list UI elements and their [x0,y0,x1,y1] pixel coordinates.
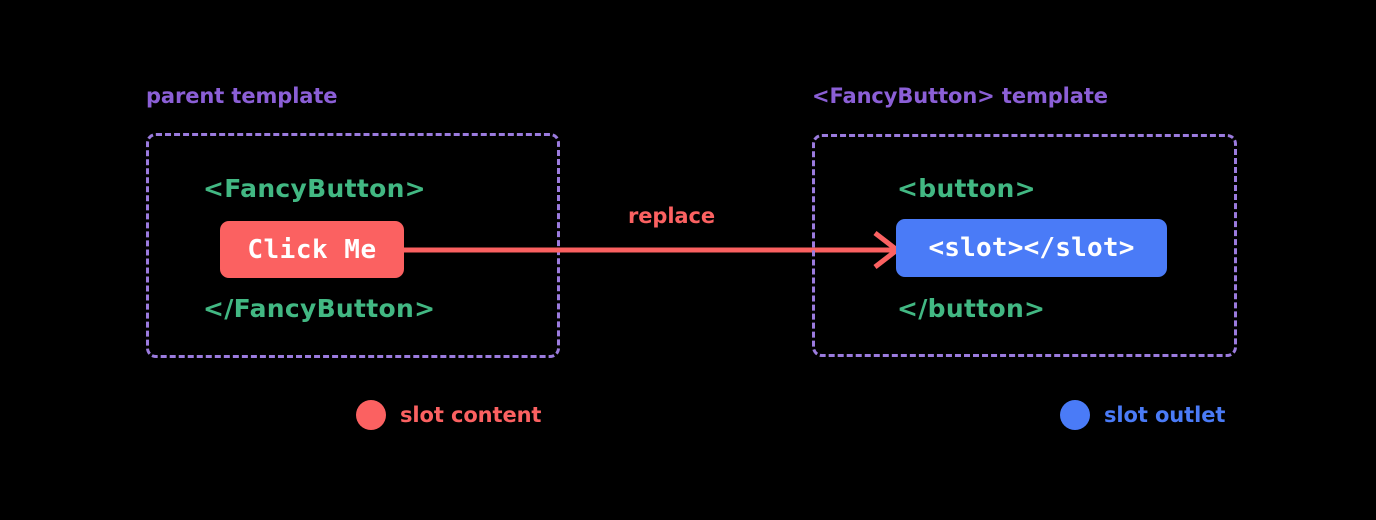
fancybutton-template-heading: <FancyButton> template [812,84,1108,108]
legend-label-slot-content: slot content [400,403,542,427]
slot-outlet-circle-icon [1060,400,1090,430]
slot-content-chip[interactable]: Click Me [220,221,404,278]
legend-item-slot-content: slot content [356,400,541,430]
replace-label: replace [628,204,715,228]
parent-template-box [146,133,560,358]
parent-close-tag: </FancyButton> [203,294,436,323]
legend-item-slot-outlet: slot outlet [1060,400,1225,430]
legend-label-slot-outlet: slot outlet [1104,403,1226,427]
slot-content-circle-icon [356,400,386,430]
parent-open-tag: <FancyButton> [203,174,426,203]
fancybutton-template-box [812,134,1237,357]
fancybutton-close-tag: </button> [897,294,1046,323]
fancybutton-open-tag: <button> [897,174,1036,203]
parent-template-heading: parent template [146,84,338,108]
slot-outlet-chip[interactable]: <slot></slot> [896,219,1167,277]
